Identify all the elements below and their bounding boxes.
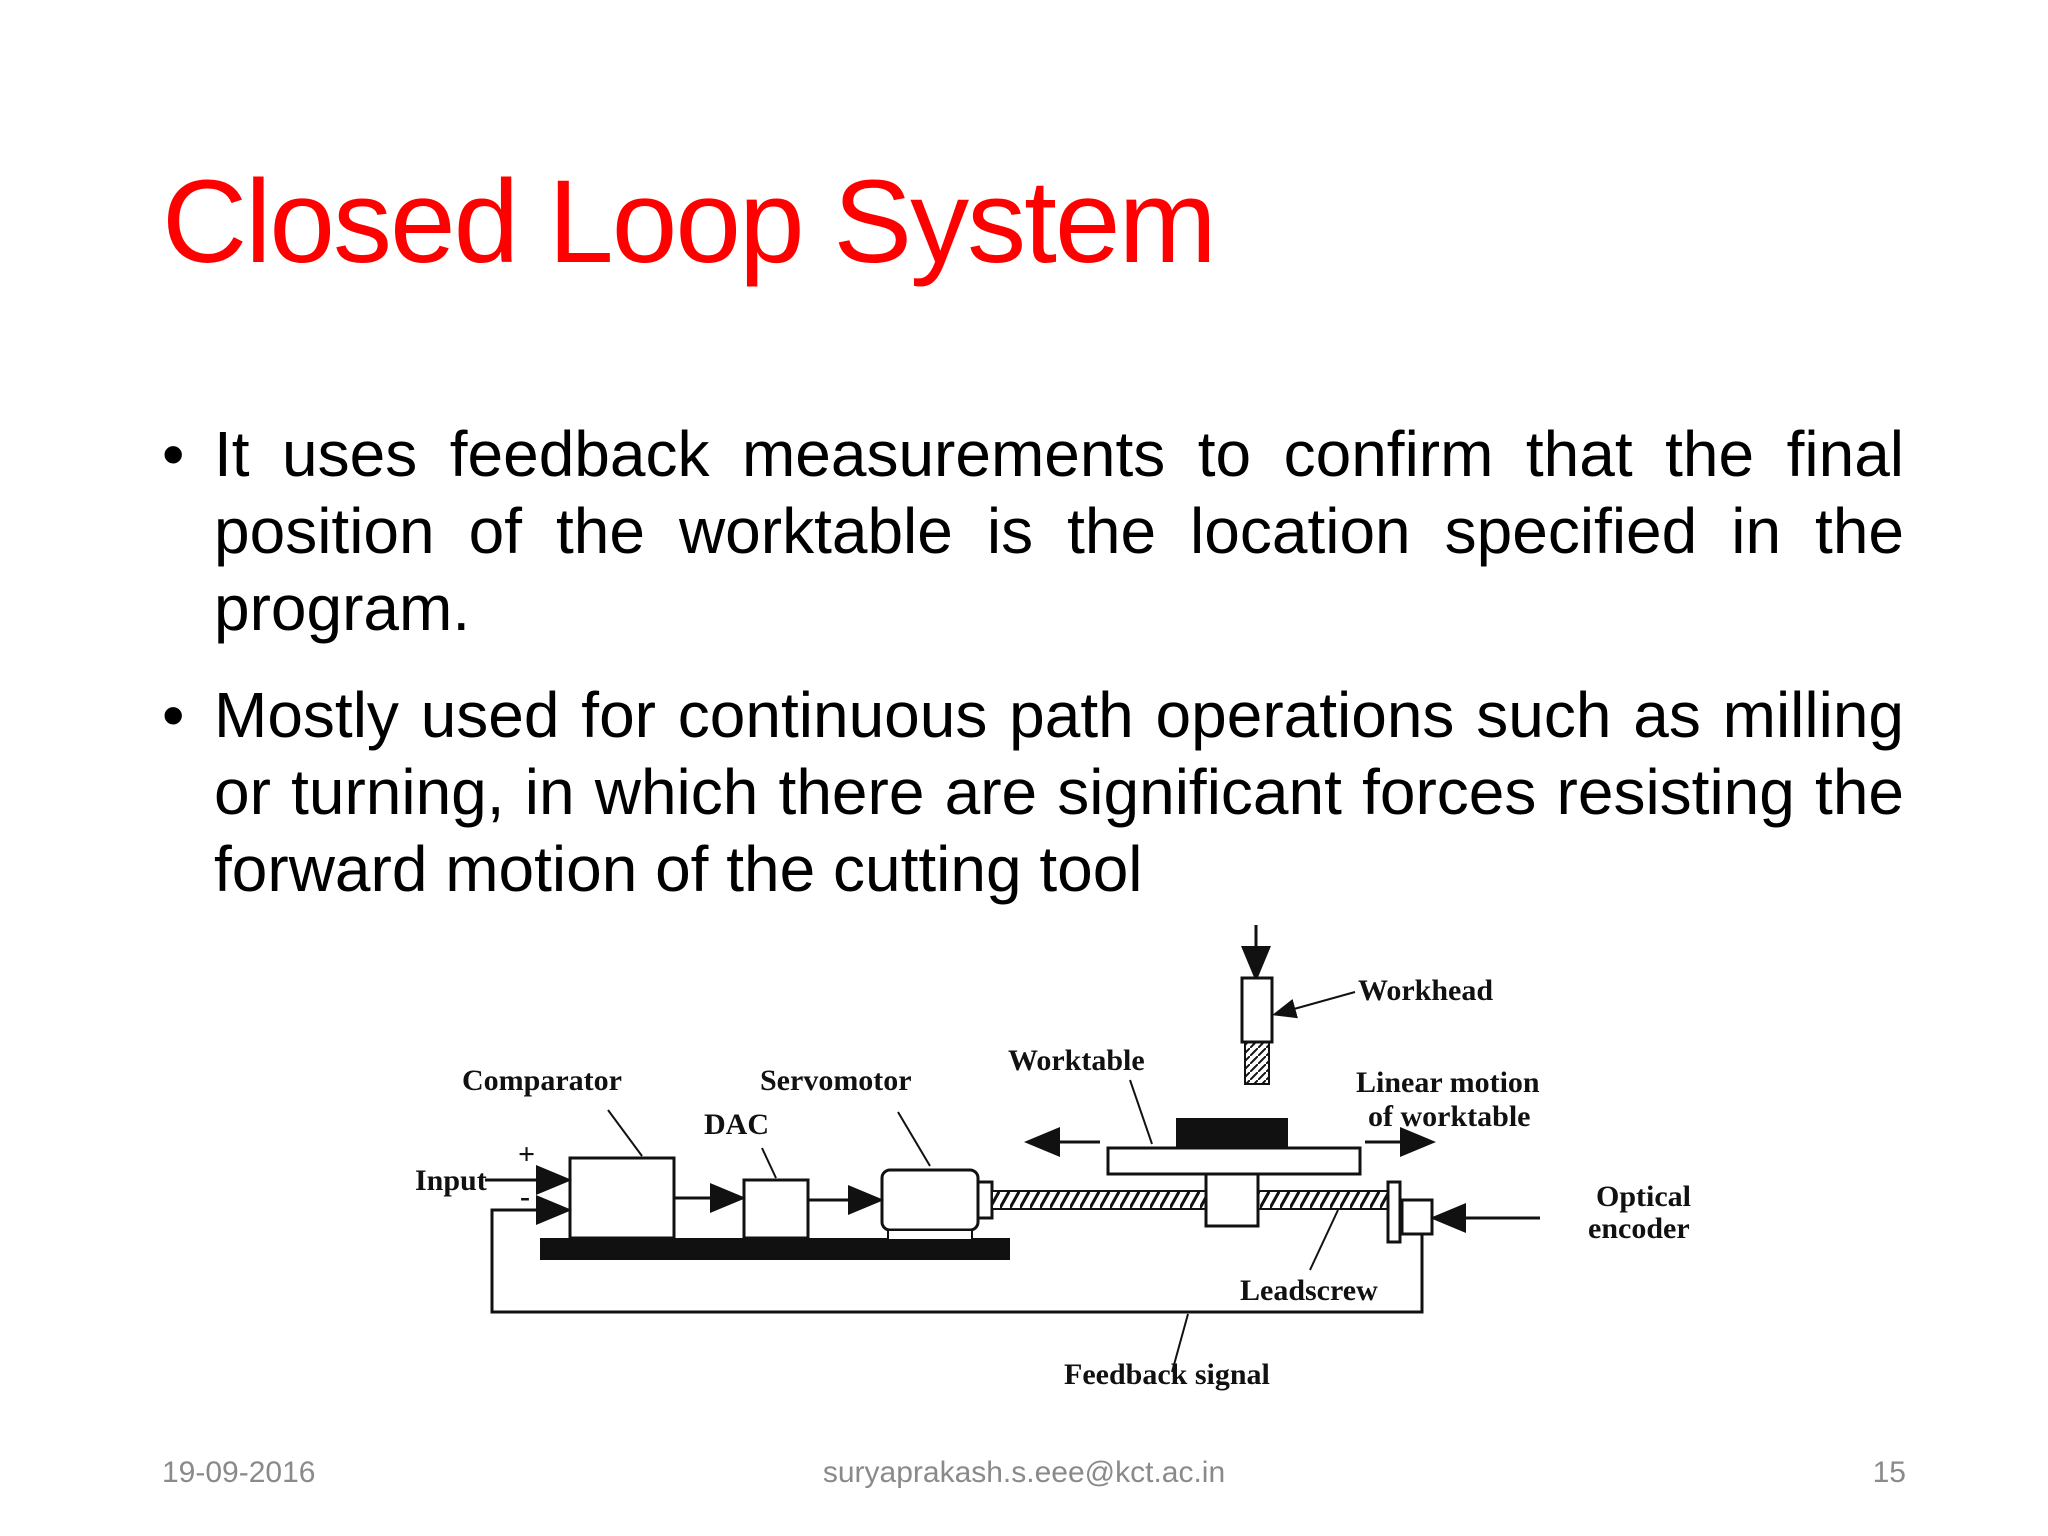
optical-encoder [1400,1198,1434,1236]
linear-motion-label-2: of worktable [1368,1100,1530,1133]
comparator-block [568,1156,676,1240]
bullet-dot-icon: • [162,679,185,751]
leadscrew [991,1190,1389,1210]
bullet-item: • Mostly used for continuous path operat… [162,677,1904,908]
workpiece [1176,1118,1288,1148]
cutting-tool [1244,1041,1270,1085]
bullet-dot-icon: • [162,418,185,490]
optical-encoder-label: Optical [1596,1180,1691,1213]
servomotor-base [887,1229,973,1241]
optical-encoder-label-2: encoder [1588,1212,1690,1245]
dac-label: DAC [704,1108,769,1141]
bullet-text: It uses feedback measurements to confirm… [214,418,1904,644]
input-label: Input [415,1164,487,1197]
workhead-label: Workhead [1358,974,1493,1007]
comparator-label: Comparator [462,1064,622,1097]
leadscrew-end-bearing [1386,1180,1402,1244]
footer-email: suryaprakash.s.eee@kct.ac.in [822,1456,1226,1489]
bullet-item: • It uses feedback measurements to confi… [162,416,1904,647]
dac-block [742,1178,810,1240]
machine-bed [540,1238,1010,1260]
slide-title: Closed Loop System [162,156,1217,288]
closed-loop-diagram: Comparator DAC Servomotor Input + - Work… [415,925,1691,1391]
bullet-list: • It uses feedback measurements to confi… [162,416,1904,938]
motor-coupling [976,1180,994,1220]
plus-sign: + [518,1138,535,1171]
footer-page-number: 15 [1872,1456,1906,1489]
feedback-signal-label: Feedback signal [1064,1358,1270,1391]
worktable-nut [1204,1172,1260,1228]
workhead [1240,976,1274,1044]
worktable [1106,1146,1362,1176]
minus-sign: - [520,1180,530,1213]
footer-date: 19-09-2016 [162,1456,316,1489]
worktable-label: Worktable [1008,1044,1145,1077]
bullet-text: Mostly used for continuous path operatio… [214,679,1904,905]
leadscrew-label: Leadscrew [1240,1274,1378,1307]
feedback-loop-line [490,1195,1424,1314]
servomotor-block [880,1168,980,1232]
servomotor-label: Servomotor [760,1064,912,1097]
linear-motion-label: Linear motion [1356,1066,1540,1099]
